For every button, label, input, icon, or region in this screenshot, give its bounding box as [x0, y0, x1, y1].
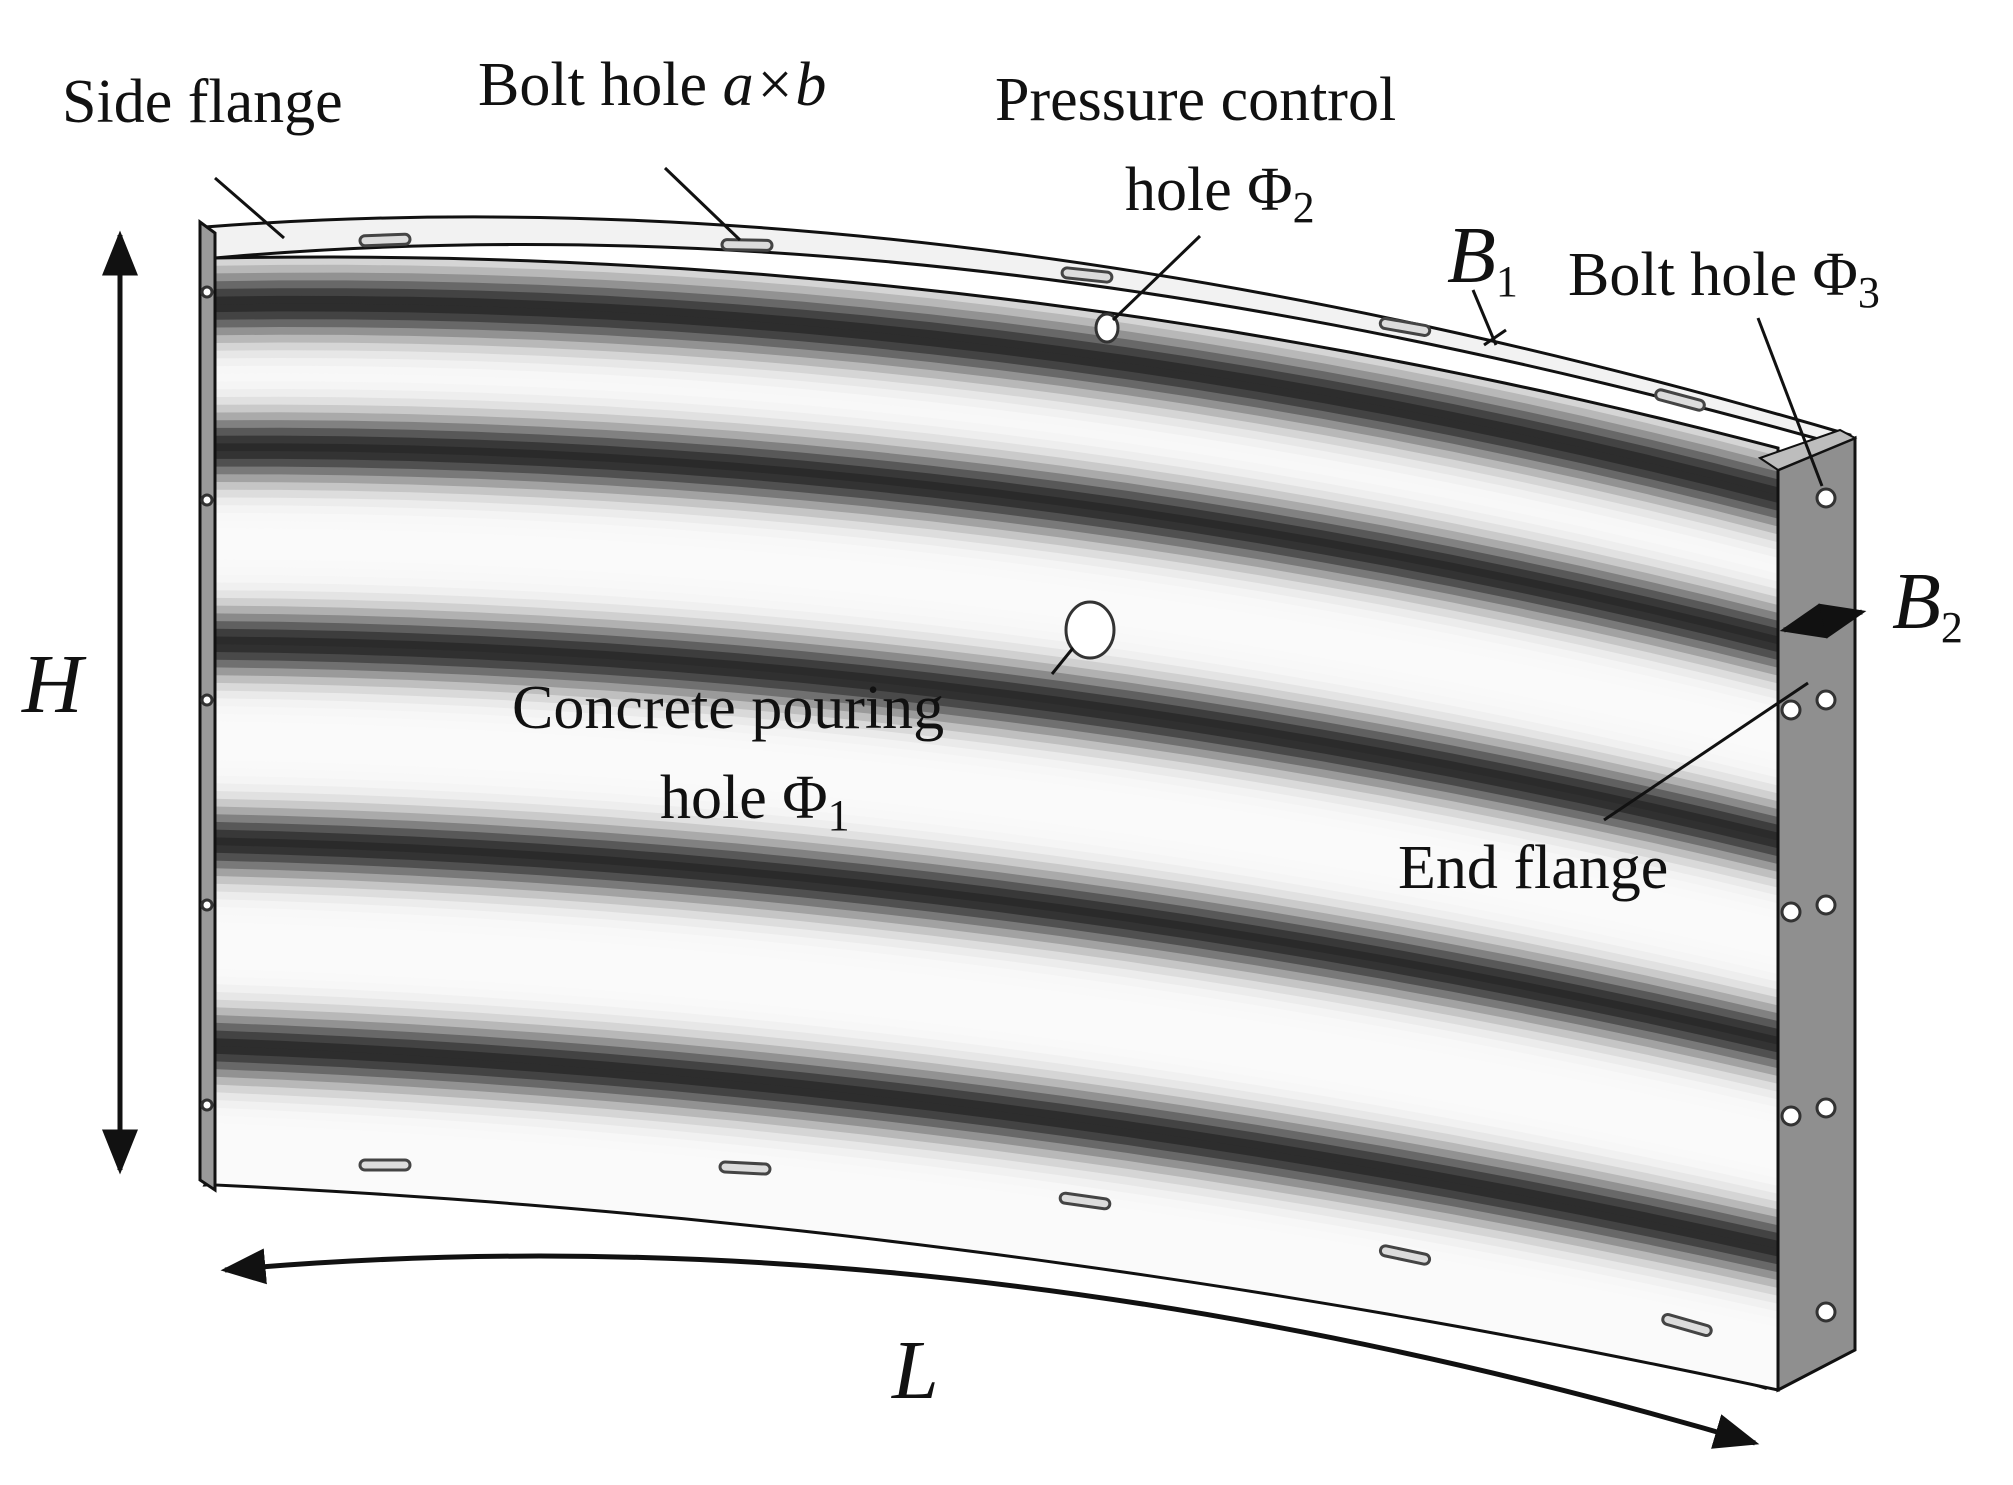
label-b2: B2 — [1892, 558, 1963, 652]
leader-pressure-hole — [1111, 234, 1202, 322]
bolt-hole — [1780, 1105, 1802, 1127]
end-flange-bolt-holes — [200, 285, 1837, 1323]
label-concrete-pouring-line1: Concrete pouring — [512, 674, 944, 742]
slot-hole — [718, 1160, 772, 1176]
slot-hole — [1654, 388, 1706, 412]
leader-end-flange — [1603, 681, 1809, 822]
label-end-flange: End flange — [1398, 834, 1668, 902]
bolt-hole — [200, 1098, 214, 1112]
slot-hole — [358, 232, 412, 248]
leader-bolt-slot — [663, 166, 742, 242]
leader-side-flange — [214, 176, 285, 240]
length-arrow — [220, 1248, 1760, 1449]
bolt-hole — [1780, 699, 1802, 721]
label-bolt-hole-slot: Bolt hole a×b — [478, 51, 826, 119]
bolt-hole — [1815, 1301, 1837, 1323]
leader-concrete-hole — [1050, 647, 1075, 675]
leader-b1 — [1471, 289, 1498, 346]
label-b1: B1 — [1447, 212, 1518, 306]
labels: Side flange Bolt hole a×b Pressure contr… — [21, 51, 1963, 1417]
dimension-arrows — [102, 230, 1867, 1449]
bolt-hole — [1815, 894, 1837, 916]
label-concrete-pouring-line2: hole Φ1 — [660, 764, 850, 840]
leader-bolt-round — [1756, 317, 1824, 487]
leader-b1-tick — [1483, 328, 1507, 347]
bolt-hole — [200, 898, 214, 912]
slot-hole — [1060, 266, 1114, 284]
bolt-hole — [200, 285, 214, 299]
corrugated-skin — [213, 255, 1780, 1392]
label-bolt-hole-round: Bolt hole Φ3 — [1568, 241, 1880, 317]
slot-hole — [1378, 317, 1432, 337]
label-side-flange: Side flange — [62, 68, 343, 136]
pressure-control-hole — [1094, 312, 1120, 344]
bolt-hole — [1815, 1097, 1837, 1119]
label-pressure-control-line1: Pressure control — [995, 66, 1396, 134]
slot-hole — [1058, 1191, 1112, 1211]
end-flange-width-arrow — [1779, 603, 1867, 639]
bolt-hole — [1780, 901, 1802, 923]
label-pressure-control-line2: hole Φ2 — [1125, 156, 1315, 232]
slot-hole — [358, 1158, 412, 1172]
slot-hole — [720, 238, 774, 252]
panel — [198, 215, 1858, 1393]
bolt-hole — [200, 493, 214, 507]
label-h: H — [21, 638, 87, 731]
bolt-hole — [1815, 689, 1837, 711]
leader-lines — [214, 166, 1824, 822]
bolt-hole — [200, 693, 214, 707]
concrete-pouring-hole — [1064, 600, 1116, 660]
bolt-hole — [1815, 487, 1837, 509]
label-l: L — [891, 1324, 939, 1417]
